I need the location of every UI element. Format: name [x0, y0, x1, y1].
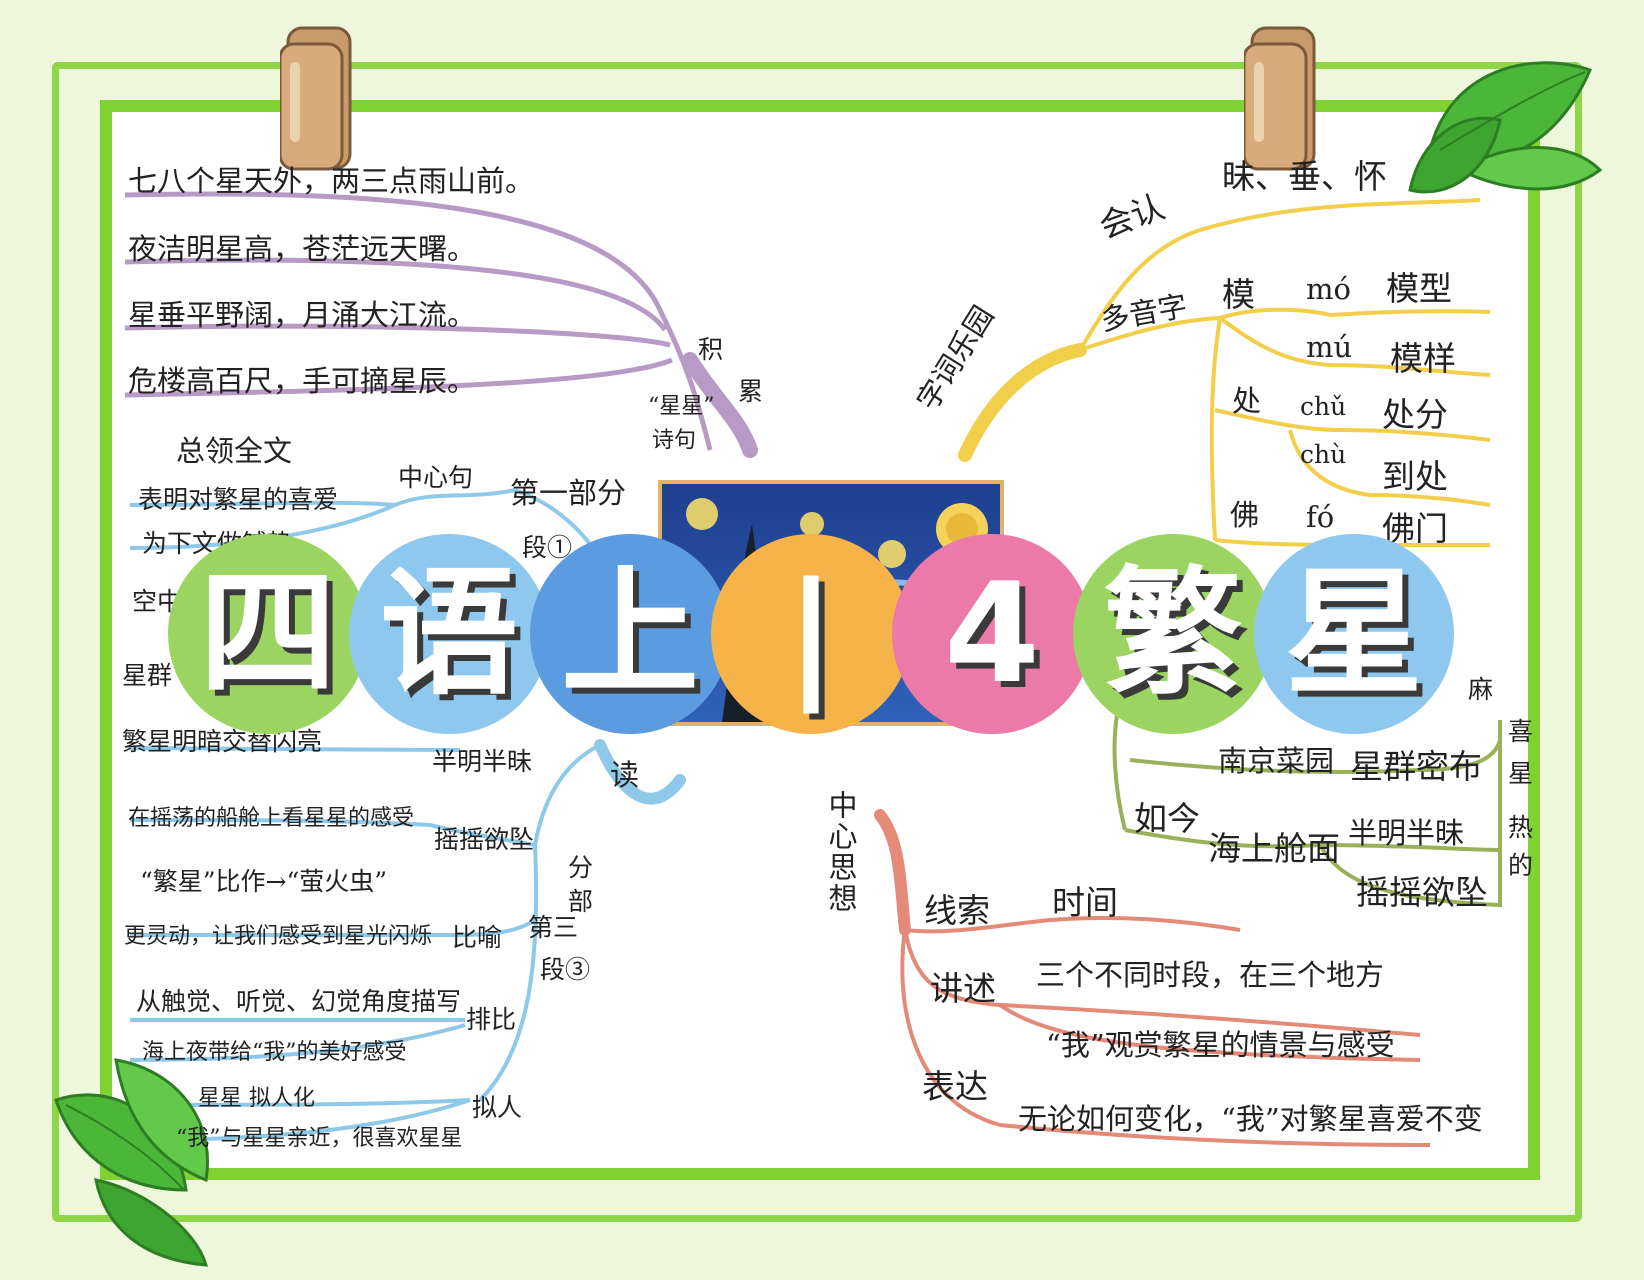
reading-label: 读	[610, 758, 640, 792]
fragment-xi: 喜	[1508, 717, 1534, 746]
poem-line-4: 危楼高百尺，手可摘星辰。	[128, 364, 477, 398]
theme-narrate-line1: 三个不同时段，在三个地方	[1036, 958, 1385, 992]
fragment-xing: 星	[1508, 759, 1534, 788]
title-char-5: 4	[943, 553, 1041, 714]
part3-biyu-tag: 比喻	[452, 923, 503, 952]
theme-branch-lines	[874, 809, 1431, 1147]
poem-caption-2: 诗句	[652, 428, 697, 453]
time-nanjing: 南京菜园	[1218, 744, 1335, 778]
poem-caption-1: “星星”	[648, 394, 715, 419]
word-chufen: 处分	[1382, 395, 1448, 434]
part3-biyu-item2: 更灵动，让我们感受到星光闪烁	[124, 924, 433, 949]
word-moxing: 模型	[1386, 269, 1452, 308]
time-rujin: 如今	[1134, 799, 1200, 838]
leaf-bottom-left-icon	[54, 1058, 209, 1267]
duoyin-char-chu: 处	[1232, 384, 1262, 418]
clip-left-icon	[280, 26, 352, 171]
theme-narrate-line2: “我”观赏繁星的情景与感受	[1046, 1028, 1395, 1062]
part1-para: 段①	[522, 533, 573, 562]
theme-clue-value: 时间	[1052, 883, 1118, 922]
title-circle-2: 语	[349, 534, 549, 734]
time-haishang: 海上舱面	[1208, 829, 1340, 868]
fragment-ma: 麻	[1468, 675, 1494, 704]
poem-label-bottom: 累	[738, 377, 764, 406]
words-branch-lines	[958, 198, 1491, 548]
theme-narrate-label: 讲述	[930, 969, 996, 1008]
time-yaoyao: 摇摇欲坠	[1356, 873, 1488, 912]
part3-label-di: 第三	[528, 913, 579, 942]
part3-yaoyao-tag: 摇摇欲坠	[434, 825, 535, 854]
part3-niren-item2: “我”与星星亲近，很喜欢星星	[176, 1126, 463, 1151]
word-daochu: 到处	[1382, 457, 1448, 496]
theme-express-label: 表达	[922, 1067, 988, 1106]
title-char-2: 语	[379, 553, 518, 714]
part3-biyu-item1: “繁星”比作→“萤火虫”	[140, 867, 388, 896]
part3-paibi-item2: 海上夜带给“我”的美好感受	[142, 1040, 407, 1065]
title-char-3: 上	[560, 553, 699, 714]
title-circle-6: 繁	[1073, 534, 1273, 734]
fragment-re: 热	[1508, 813, 1534, 842]
title-circle-3: 上	[530, 534, 730, 734]
part1-item-xiai: 表明对繁星的喜爱	[138, 485, 339, 514]
part3-paibi-item1: 从触觉、听觉、幻觉角度描写	[136, 987, 462, 1016]
outer-frame	[52, 62, 1582, 1222]
pinyin-mo: mó	[1306, 272, 1351, 306]
title-char-6: 繁	[1103, 553, 1242, 714]
title-char-1: 四	[198, 553, 337, 714]
pinyin-chu3: chǔ	[1300, 392, 1347, 421]
fragment-xingqun: 星群	[122, 661, 173, 690]
part3-label-fen: 分	[568, 853, 594, 882]
part3-niren-item1: 星星 拟人化	[198, 1086, 315, 1111]
huiren-chars: 昧、垂、怀	[1222, 157, 1387, 196]
poem-branch-lines	[124, 191, 758, 458]
time-banming: 半明半昧	[1348, 816, 1465, 850]
theme-label: 中心思想	[824, 790, 858, 914]
leaf-top-right-icon	[1408, 61, 1603, 194]
mid-item-banming: 半明半昧	[432, 747, 533, 776]
poem-line-1: 七八个星天外，两三点雨山前。	[128, 164, 535, 198]
clip-right-icon	[1244, 26, 1316, 171]
title-char-4: |	[785, 553, 837, 714]
pinyin-mu: mú	[1306, 330, 1353, 364]
poem-line-3: 星垂平野阔，月涌大江流。	[128, 298, 477, 332]
pinyin-fo: fó	[1306, 500, 1335, 534]
title-char-7: 星	[1284, 553, 1423, 714]
part1-center: 中心句	[398, 463, 474, 492]
part1-item-zonglin: 总领全文	[176, 434, 293, 468]
part3-niren-tag: 拟人	[472, 1093, 523, 1122]
time-nanjing-detail: 星群密布	[1350, 747, 1482, 786]
pinyin-chu4: chù	[1300, 440, 1347, 469]
title-circle-1: 四	[168, 534, 368, 734]
poem-label-top: 积	[698, 335, 724, 364]
duoyin-char-mo: 模	[1222, 275, 1255, 314]
title-circle-5: 4	[892, 534, 1092, 734]
title-circle-7: 星	[1254, 534, 1454, 734]
part1-label: 第一部分	[510, 476, 627, 510]
title-circle-4: |	[711, 534, 911, 734]
theme-express-value: 无论如何变化，“我”对繁星喜爱不变	[1018, 1102, 1483, 1136]
word-muyang: 模样	[1390, 339, 1456, 378]
part3-paibi-tag: 排比	[466, 1005, 517, 1034]
fragment-de: 的	[1508, 851, 1534, 880]
part3-yaoyao-item: 在摇荡的船舱上看星星的感受	[128, 806, 415, 831]
poem-line-2: 夜洁明星高，苍茫远天曙。	[128, 232, 477, 266]
duoyin-char-fo: 佛	[1230, 498, 1260, 532]
part3-label-bu: 部	[568, 887, 594, 916]
part3-para: 段③	[540, 955, 591, 984]
theme-clue-label: 线索	[924, 891, 990, 930]
